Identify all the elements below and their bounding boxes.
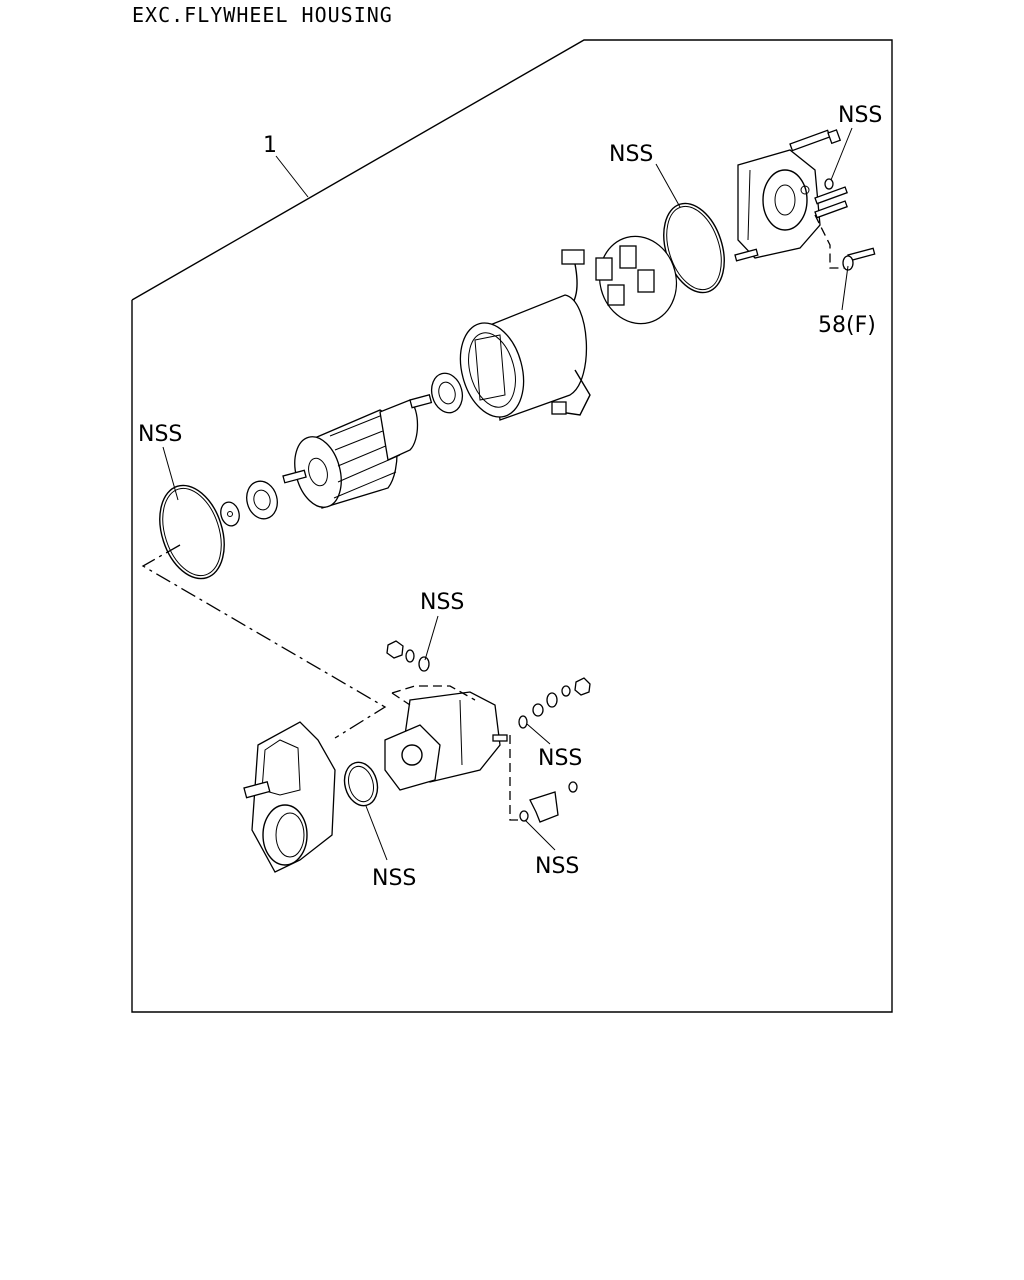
callout-nss-front-o-ring: NSS [138, 422, 182, 447]
rear-end-cover [737, 149, 821, 259]
housing-seal-leader [365, 805, 388, 861]
brush-holder [561, 235, 678, 325]
callout-nss-rear-o-ring: NSS [609, 142, 653, 167]
solenoid-washer-leader [424, 615, 439, 661]
mounting-bolt-58 [842, 247, 876, 271]
housing-seal-ring [343, 761, 379, 807]
callout-nss-rear-nut: NSS [838, 103, 882, 128]
assembly-leader [275, 155, 309, 198]
armature [282, 394, 433, 509]
callout-nss-solenoid-washer: NSS [420, 590, 464, 615]
armature-rear-bearing [430, 372, 464, 414]
front-o-ring [159, 484, 225, 580]
rear-cover-studs [734, 178, 848, 262]
solenoid-nut-leader [391, 685, 476, 701]
solenoid-top-nuts [386, 640, 430, 672]
callout-nss-bracket-washer: NSS [535, 854, 579, 879]
callout-nss-terminal-washer: NSS [538, 746, 582, 771]
rear-nut-leader [830, 127, 853, 181]
magnetic-switch [384, 691, 508, 791]
terminal-bracket [519, 781, 578, 823]
yoke-field-frame [459, 294, 591, 421]
bracket-washer-leader [524, 819, 556, 851]
bolt-58-leader [841, 265, 849, 311]
bracket-leader [509, 735, 525, 821]
front-o-ring-leader [162, 446, 179, 501]
diagram-heading: EXC.FLYWHEEL HOUSING [132, 3, 393, 27]
assembly-boundary-frame [131, 39, 893, 1013]
armature-front-bearing [246, 480, 278, 520]
callout-nss-housing-seal: NSS [372, 866, 416, 891]
terminal-nuts [518, 677, 591, 729]
callout-assembly: 1 [263, 133, 277, 158]
thrust-washer [220, 501, 240, 527]
rear-o-ring-leader [655, 163, 681, 208]
alignment-center-line [141, 544, 387, 739]
bolt-leader-dashed [814, 214, 845, 269]
gear-housing [243, 721, 336, 873]
callout-bolt-58: 58(F) [818, 313, 876, 338]
terminal-washer-leader [526, 723, 551, 745]
through-bolt-upper [789, 129, 842, 152]
